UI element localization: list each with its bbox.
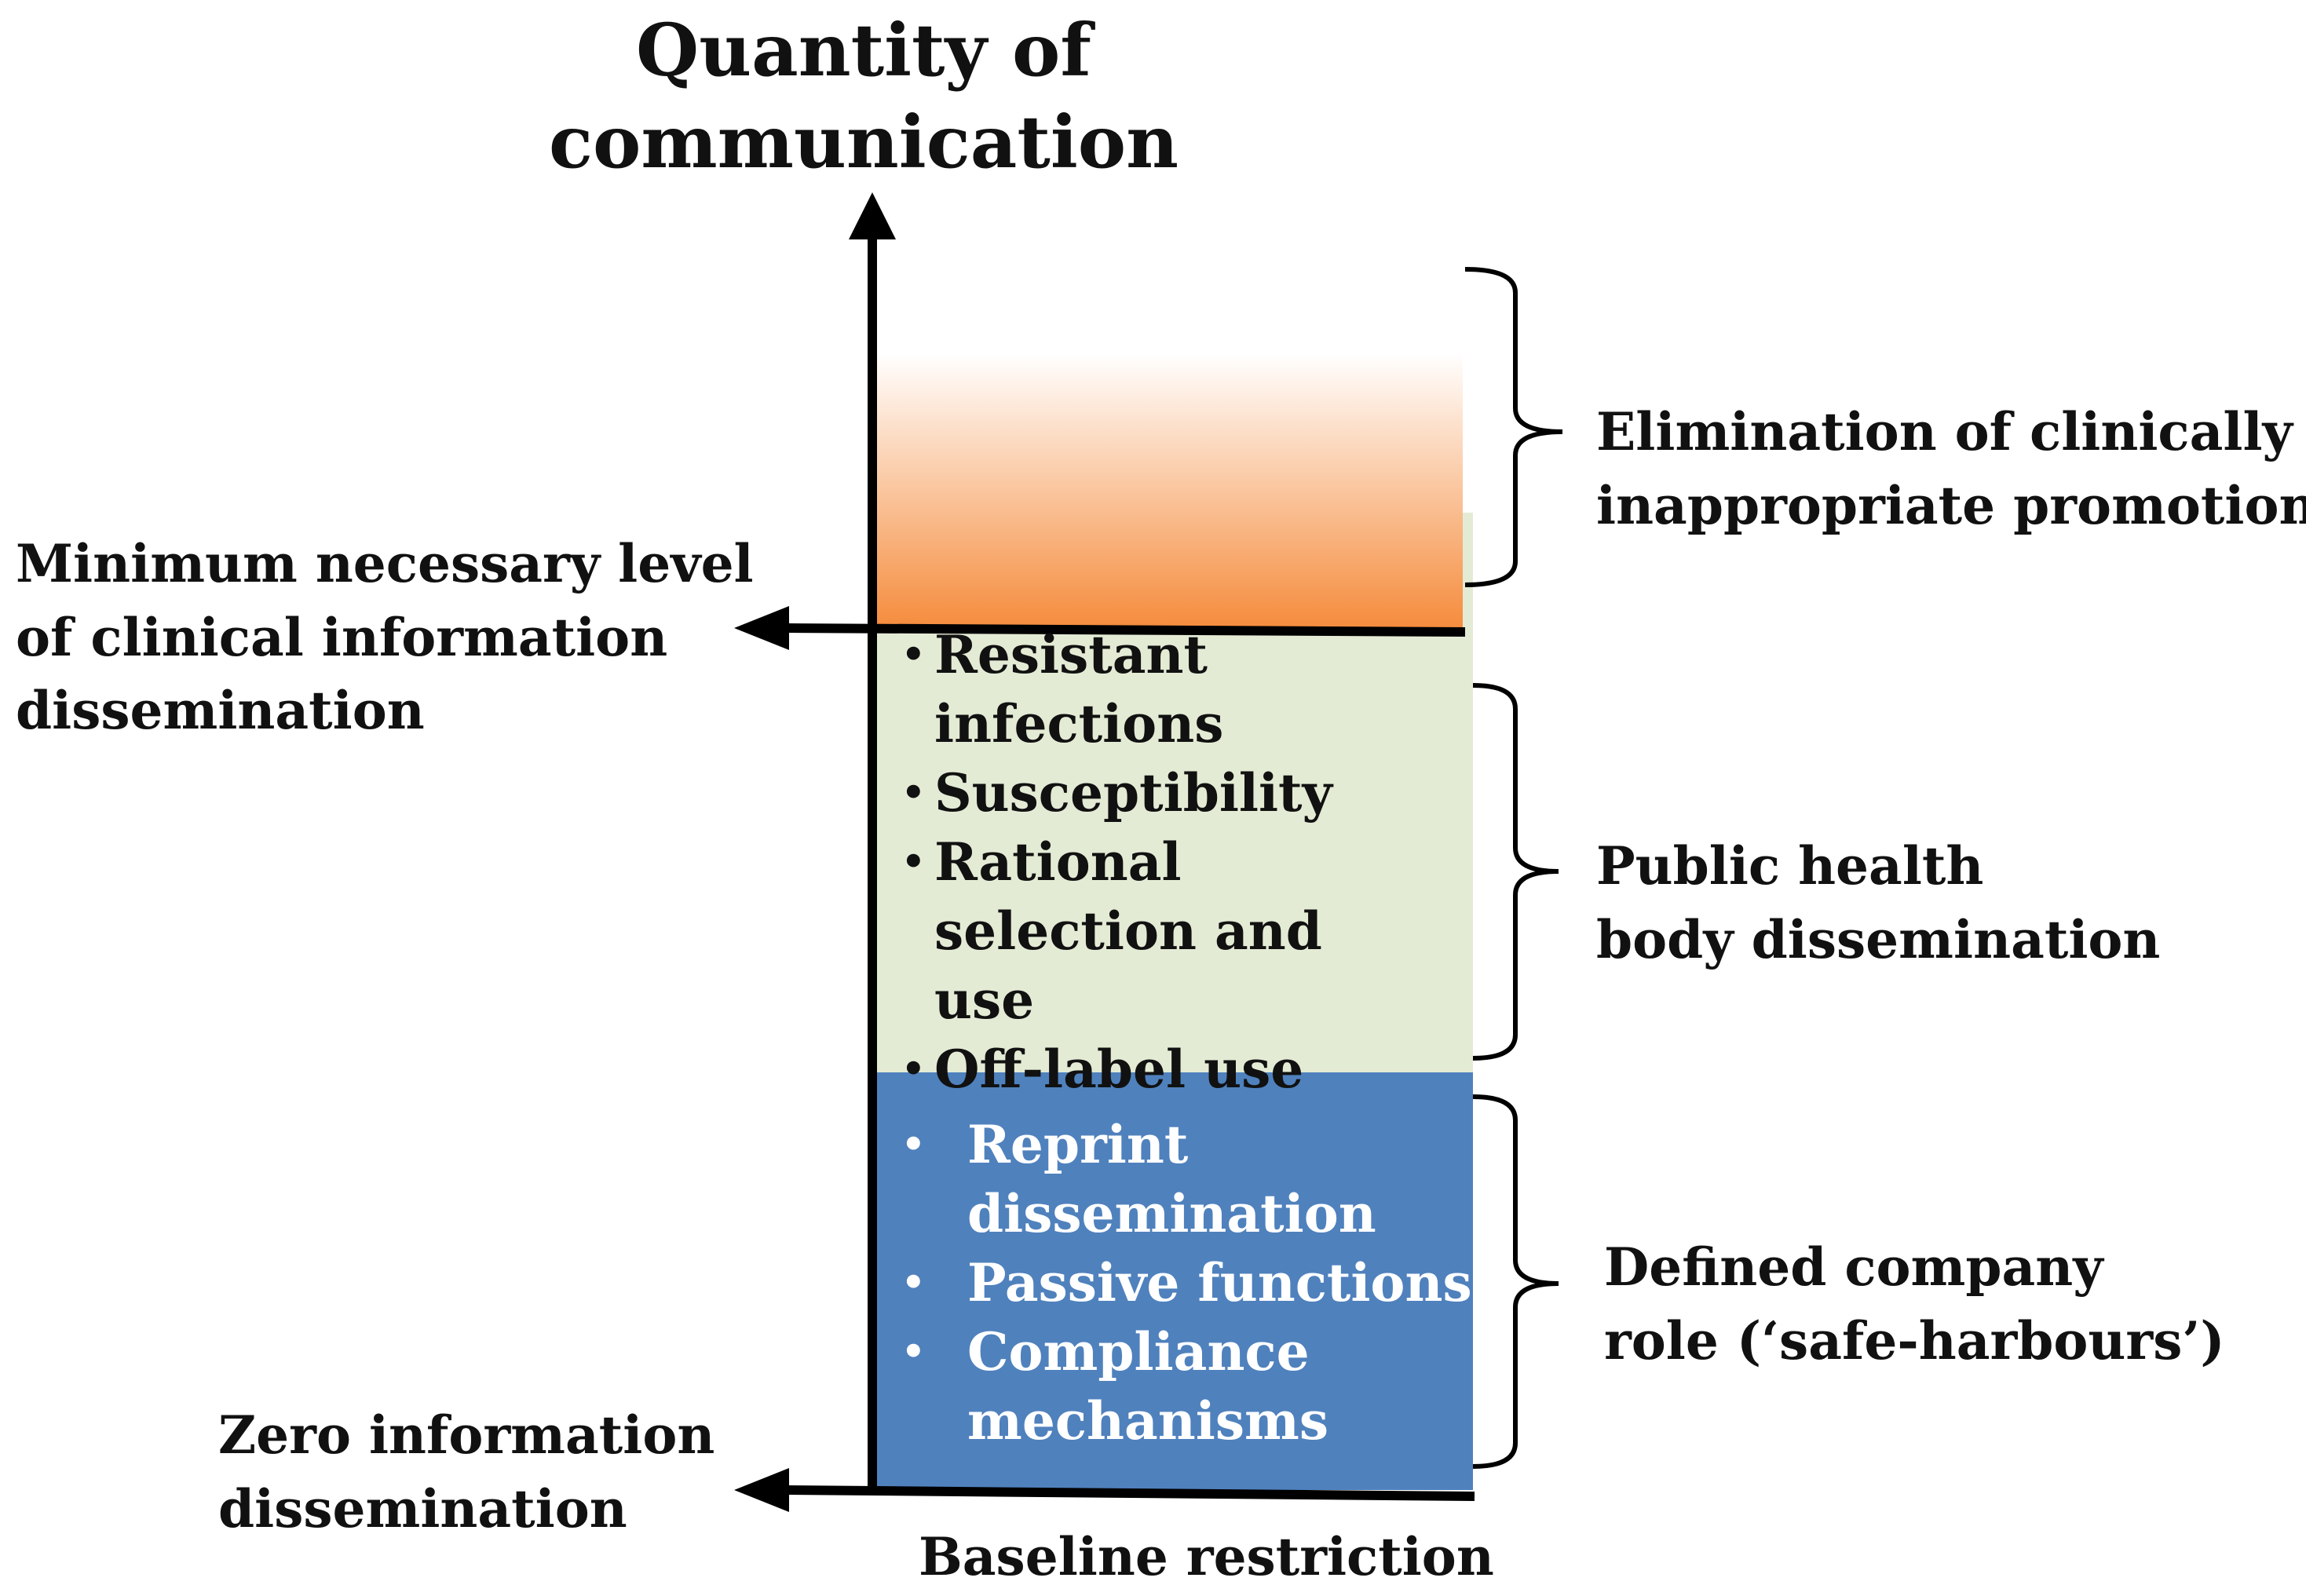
minimum-level-label-line-2: of clinical information: [16, 606, 668, 668]
axis-title: Quantity of communication: [471, 5, 1256, 188]
green-band-item: Resistant infections: [901, 620, 1248, 758]
green-band-item: Rational selection and use: [901, 827, 1437, 1035]
minimum-level-label: Minimum necessary level of clinical info…: [16, 528, 754, 748]
vertical-axis-arrowhead: [849, 192, 896, 239]
zero-level-arrowhead: [734, 1468, 789, 1512]
green-band-item-list: Resistant infections Susceptibility Rati…: [901, 620, 1451, 1104]
blue-band-item: Reprint dissemination: [901, 1110, 1407, 1248]
minimum-level-label-line-1: Minimum necessary level: [16, 533, 754, 594]
orange-brace: [1464, 267, 1563, 587]
blue-band-label-line-1: Defined company: [1604, 1236, 2103, 1298]
zero-level-label: Zero information dissemination: [218, 1399, 714, 1546]
orange-band: [874, 353, 1463, 628]
blue-band-label: Defined company role (‘safe-harbours’): [1604, 1231, 2225, 1378]
blue-brace: [1472, 1094, 1559, 1469]
green-band-label-line-1: Public health: [1596, 835, 1984, 897]
blue-band-item-list: Reprint dissemination Passive functions …: [901, 1110, 1482, 1455]
blue-band-label-line-2: role (‘safe-harbours’): [1604, 1309, 2225, 1371]
orange-band-label-line-1: Elimination of clinically: [1596, 401, 2293, 462]
green-brace: [1472, 683, 1559, 1061]
green-band-item: Susceptibility: [901, 758, 1451, 827]
green-band-item: Off-label use: [901, 1035, 1451, 1104]
blue-band-item: Compliance mechanisms: [901, 1317, 1376, 1455]
orange-band-label: Elimination of clinically inappropriate …: [1596, 396, 2306, 542]
minimum-level-label-line-3: dissemination: [16, 680, 425, 742]
baseline-label: Baseline restriction: [919, 1526, 1494, 1587]
zero-level-label-line-1: Zero information: [218, 1404, 715, 1466]
axis-title-line-2: communication: [548, 99, 1179, 184]
green-band-label: Public health body dissemination: [1596, 830, 2160, 977]
blue-band-item: Passive functions: [901, 1248, 1482, 1317]
green-band-label-line-2: body dissemination: [1596, 908, 2161, 970]
minimum-level-arrowhead: [734, 606, 789, 650]
axis-title-line-1: Quantity of: [636, 8, 1091, 93]
zero-level-line: [787, 1485, 1475, 1501]
orange-band-label-line-2: inappropriate promotion: [1596, 474, 2306, 536]
zero-level-label-line-2: dissemination: [218, 1477, 627, 1539]
